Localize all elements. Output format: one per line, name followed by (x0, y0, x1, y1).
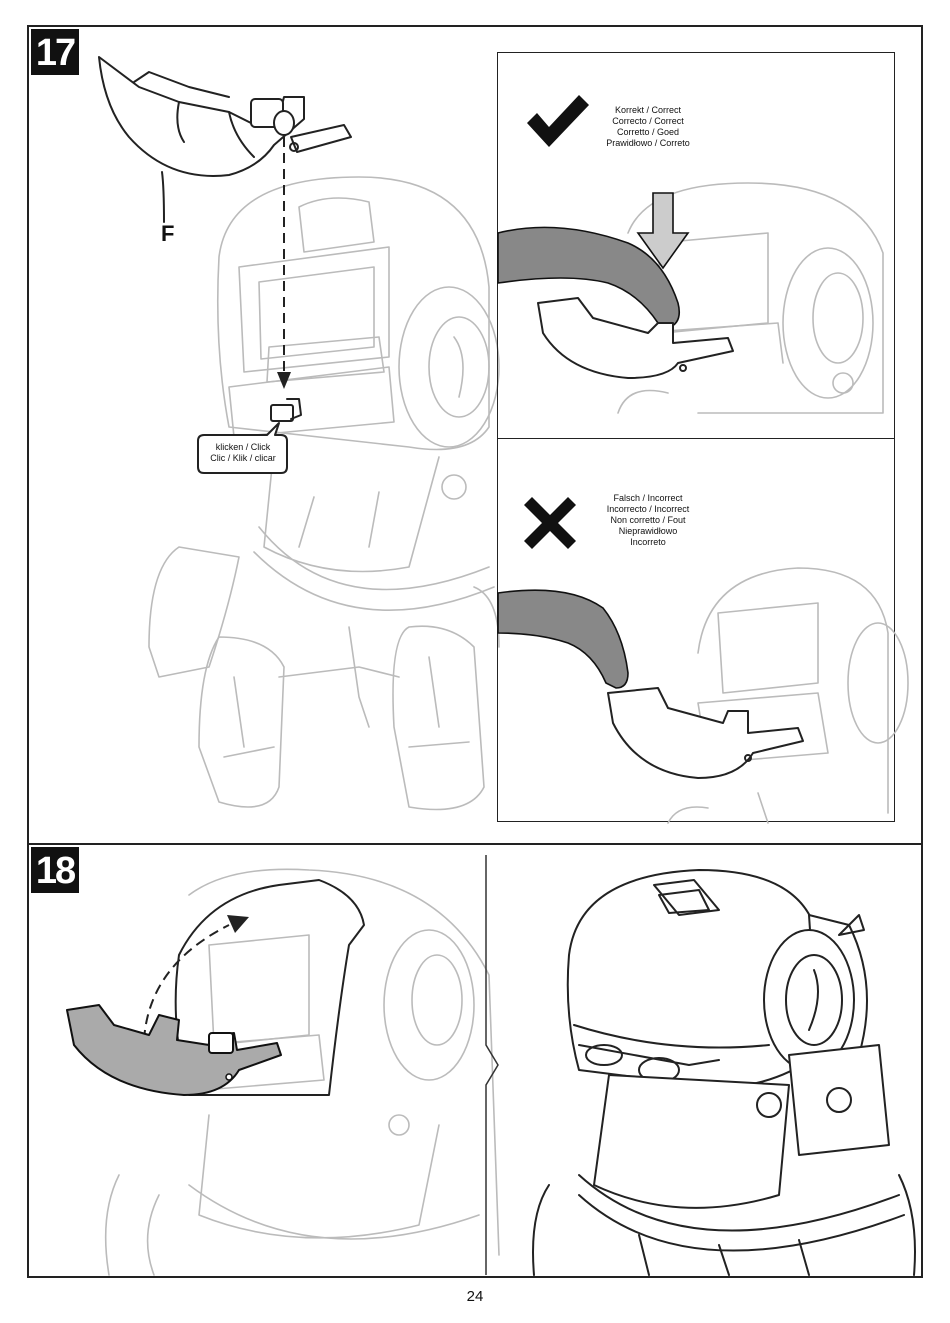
correct-incorrect-inset: Korrekt / Correct Correcto / Correct Cor… (497, 52, 895, 822)
correct-callout-line-4: Prawidłowo / Correto (598, 138, 698, 149)
part-f-label: F (161, 221, 174, 247)
step-divider-chevron (484, 855, 504, 1275)
incorrect-callout-line-3: Non corretto / Fout (598, 515, 698, 526)
checkmark-icon (523, 91, 593, 151)
correct-callout-line-3: Corretto / Goed (598, 127, 698, 138)
cross-icon (520, 493, 580, 553)
correct-install-illustration (498, 173, 894, 433)
click-callout-line-2: Clic / Klik / clicar (199, 453, 287, 464)
click-callout-line-1: klicken / Click (199, 442, 287, 453)
incorrect-callout-line-5: Incorreto (598, 537, 698, 548)
correct-callout: Korrekt / Correct Correcto / Correct Cor… (598, 105, 698, 149)
incorrect-callout-line-1: Falsch / Incorrect (598, 493, 698, 504)
correct-callout-line-1: Korrekt / Correct (598, 105, 698, 116)
incorrect-callout-line-2: Incorrecto / Incorrect (598, 504, 698, 515)
step-18-panel: 18 (27, 843, 923, 1278)
step-18-left-illustration (59, 855, 509, 1275)
correct-callout-line-2: Correcto / Correct (598, 116, 698, 127)
step-17-panel: 17 (27, 25, 923, 845)
click-callout: klicken / Click Clic / Klik / clicar (199, 442, 287, 464)
incorrect-callout-line-4: Nieprawidłowo (598, 526, 698, 537)
robot-head-open-illustration (29, 27, 499, 827)
robot-assembled-illustration (519, 855, 919, 1275)
inset-divider (498, 438, 894, 439)
incorrect-callout: Falsch / Incorrect Incorrecto / Incorrec… (598, 493, 698, 548)
page-number: 24 (0, 1288, 950, 1305)
incorrect-install-illustration (498, 553, 894, 823)
